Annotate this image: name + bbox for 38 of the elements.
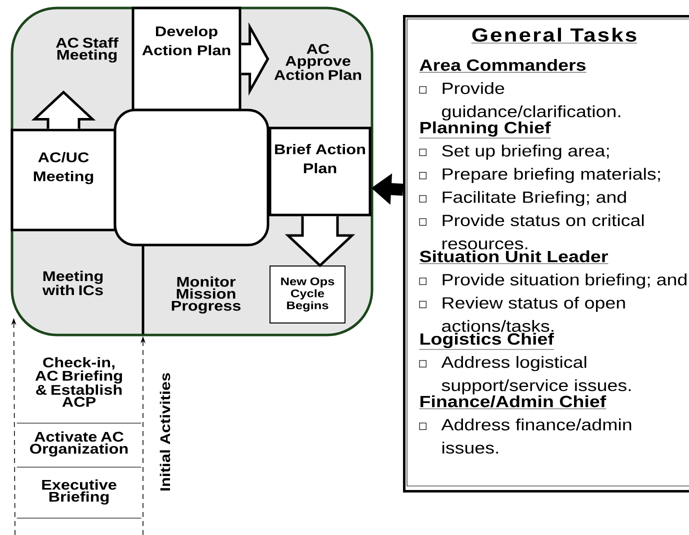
hollow-arrow (31, 90, 96, 130)
bullet-item: Set up briefing area; (418, 144, 609, 160)
section-heading: Area Commanders (419, 58, 587, 72)
activity-item (16, 479, 142, 519)
node-text: AC Staff Meeting (56, 37, 118, 63)
panel-title: General Tasks (471, 28, 638, 44)
node-text: Develop Action Plan (142, 26, 230, 56)
node-text: New Ops Cycle Begins (281, 278, 334, 312)
section-heading: Logistics Chief (419, 332, 554, 350)
activity-item (16, 431, 142, 468)
bullet-item: Address logistical support/service issues. (418, 356, 631, 394)
hollow-arrow (240, 22, 270, 96)
bullet-item: Provide guidance/clarification. (418, 82, 620, 120)
process-box (270, 266, 346, 324)
task-panel (403, 15, 689, 492)
node-text: AC Approve Action Plan (274, 44, 362, 80)
process-box (132, 6, 242, 112)
side-label: Initial Activities (160, 373, 170, 490)
section-heading: Finance/Admin Chief (419, 395, 606, 410)
node-text: Brief Action Plan (275, 144, 365, 174)
bullet-item: Address finance/admin issues. (418, 418, 632, 454)
node-text: Meeting with ICs (42, 270, 103, 296)
bullet-item: Review status of open actions/tasks. (418, 296, 625, 332)
activity-item (16, 357, 142, 424)
node-text: Activate AC Organization (30, 431, 128, 457)
section-heading: Planning Chief (419, 121, 551, 138)
bullet-item: Provide status on critical resources. (418, 214, 644, 250)
process-box (268, 126, 372, 216)
hollow-arrow (284, 215, 356, 268)
process-box (10, 128, 116, 232)
bullet-item: Facilitate Briefing; and (418, 191, 626, 206)
node-text: Executive Briefing (42, 479, 116, 505)
section-heading: Situation Unit Leader (419, 250, 608, 264)
bullet-item: Provide situation briefing; and (418, 274, 686, 289)
bullet-item: Prepare briefing materials; (418, 168, 660, 183)
node-text: AC/UC Meeting (34, 152, 94, 184)
node-text: Monitor Mission Progress (172, 276, 241, 314)
node-text: Check-in, AC Briefing & Establish ACP (35, 357, 122, 407)
